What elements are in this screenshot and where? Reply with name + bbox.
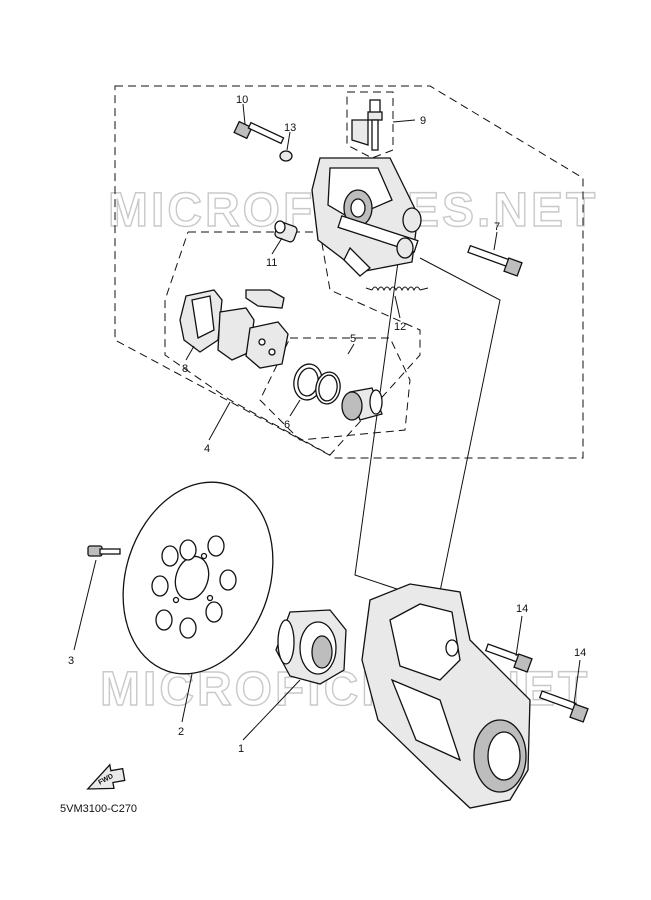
leader-lines xyxy=(73,103,581,741)
piston xyxy=(341,387,383,421)
spring-12 xyxy=(365,286,429,292)
piston-kit-boundary xyxy=(259,337,411,441)
callout-2: 2 xyxy=(178,726,184,738)
callout-6: 6 xyxy=(284,419,290,431)
callout-1: 1 xyxy=(238,743,244,755)
leader-caliper-bracket-left xyxy=(354,261,401,591)
callout-11: 11 xyxy=(266,257,277,269)
washer-13 xyxy=(279,150,293,162)
bleed-screw-boundary xyxy=(346,91,394,159)
callout-13: 13 xyxy=(284,122,296,134)
brake-disc xyxy=(122,481,274,675)
hub-1 xyxy=(275,609,347,685)
caliper-bracket xyxy=(361,583,531,809)
callout-12: 12 xyxy=(394,321,406,333)
callout-5: 5 xyxy=(350,333,356,345)
callout-7: 7 xyxy=(494,221,500,233)
bracket-bolt-14a xyxy=(484,643,533,673)
callout-14a: 14 xyxy=(516,603,528,615)
bleed-screw xyxy=(367,99,383,151)
pad-clip xyxy=(245,289,285,309)
leader-caliper-bracket-right xyxy=(419,257,501,641)
bolt-7 xyxy=(467,244,523,277)
callout-9: 9 xyxy=(420,115,426,127)
disc-bolt-3 xyxy=(87,545,121,557)
callout-3: 3 xyxy=(68,655,74,667)
piston-seals xyxy=(293,363,341,405)
brake-pad-left xyxy=(179,289,223,353)
bracket-bolt-14b xyxy=(538,690,589,723)
callout-4: 4 xyxy=(204,443,210,455)
fwd-arrow-icon: FWD xyxy=(86,763,126,790)
caliper-bolt-10 xyxy=(233,120,285,145)
bleed-cap xyxy=(351,119,369,146)
callout-10: 10 xyxy=(236,94,248,106)
caliper-assembly-boundary xyxy=(114,85,584,459)
callout-8: 8 xyxy=(182,363,188,375)
sleeve-11 xyxy=(274,220,298,243)
drawing-code: 5VM3100-C270 xyxy=(60,803,137,815)
brake-pad-right xyxy=(245,321,289,369)
caliper-body xyxy=(311,157,422,277)
callout-14b: 14 xyxy=(574,647,586,659)
